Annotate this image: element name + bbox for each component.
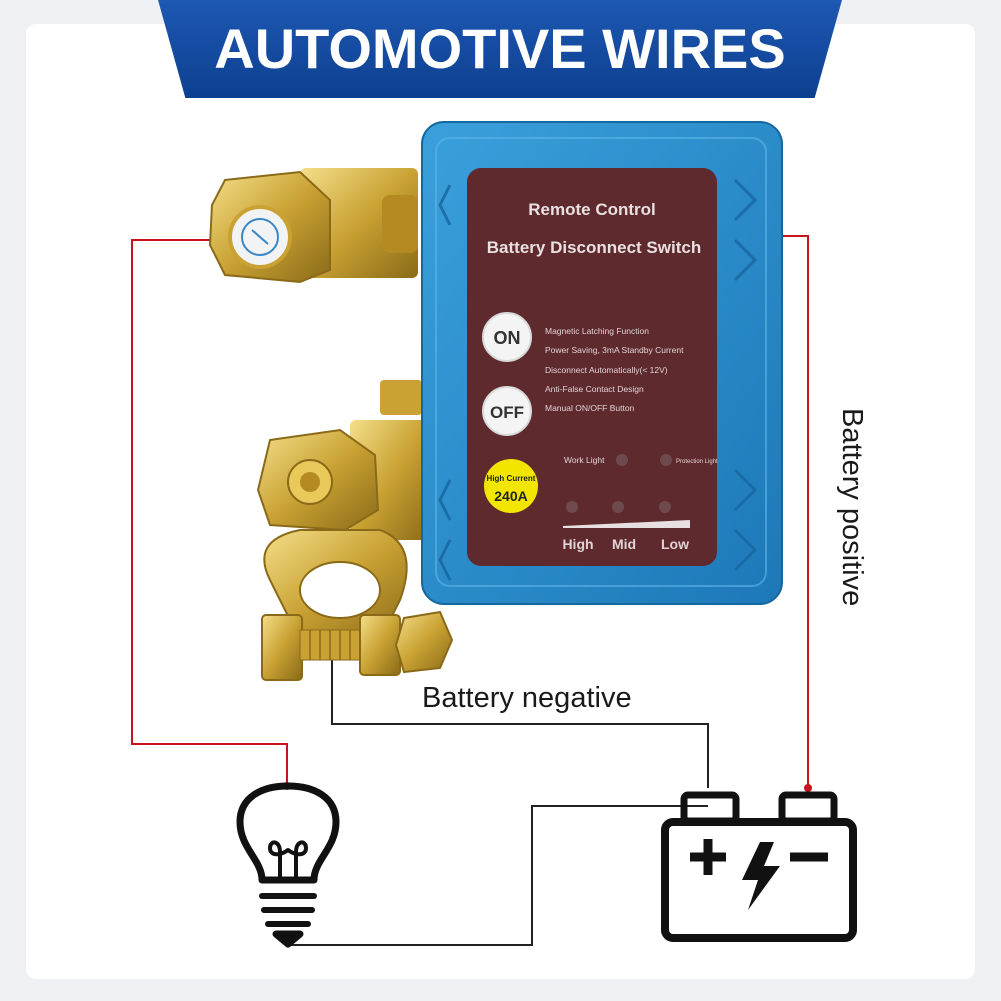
work-light-label: Work Light xyxy=(564,455,605,465)
black-wire-negative xyxy=(331,660,709,788)
level-indicator-high xyxy=(566,501,578,513)
badge-line1: High Current xyxy=(487,474,536,483)
feature-item: Anti-False Contact Design xyxy=(545,384,644,394)
battery-negative-label: Battery negative xyxy=(422,682,632,714)
panel-title-line1: Remote Control xyxy=(528,200,656,219)
off-button-label: OFF xyxy=(490,403,524,422)
feature-item: Disconnect Automatically(< 12V) xyxy=(545,365,668,375)
on-button-label: ON xyxy=(494,328,521,348)
level-indicator-low xyxy=(659,501,671,513)
title-banner: AUTOMOTIVE WIRES xyxy=(158,0,842,98)
battery-icon xyxy=(661,791,857,942)
high-current-badge: High Current 240A xyxy=(484,459,538,513)
feature-item: Power Saving, 3mA Standby Current xyxy=(545,345,684,355)
device-panel: Remote Control Battery Disconnect Switch… xyxy=(482,200,718,552)
light-bulb-icon xyxy=(236,782,340,948)
off-button[interactable]: OFF xyxy=(482,386,532,436)
level-label-high: High xyxy=(562,536,593,552)
protection-light-indicator xyxy=(660,454,672,466)
upper-terminal xyxy=(208,168,418,284)
panel-title-line2: Battery Disconnect Switch xyxy=(487,238,701,257)
feature-list: Magnetic Latching Function Power Saving,… xyxy=(545,326,684,413)
level-indicator-mid xyxy=(612,501,624,513)
work-light-indicator xyxy=(616,454,628,466)
feature-item: Magnetic Latching Function xyxy=(545,326,649,336)
level-label-low: Low xyxy=(661,536,689,552)
lower-clamp xyxy=(256,380,454,681)
protection-light-label: Protection Light xyxy=(676,459,718,465)
disconnect-switch-device xyxy=(421,121,783,605)
black-wire-bulb xyxy=(290,805,708,946)
badge-line2: 240A xyxy=(494,488,527,504)
level-bar xyxy=(563,520,690,528)
battery-positive-label: Battery positive xyxy=(836,408,868,607)
banner-title: AUTOMOTIVE WIRES xyxy=(214,17,786,80)
level-label-mid: Mid xyxy=(612,536,636,552)
on-button[interactable]: ON xyxy=(482,312,532,362)
feature-item: Manual ON/OFF Button xyxy=(545,403,635,413)
